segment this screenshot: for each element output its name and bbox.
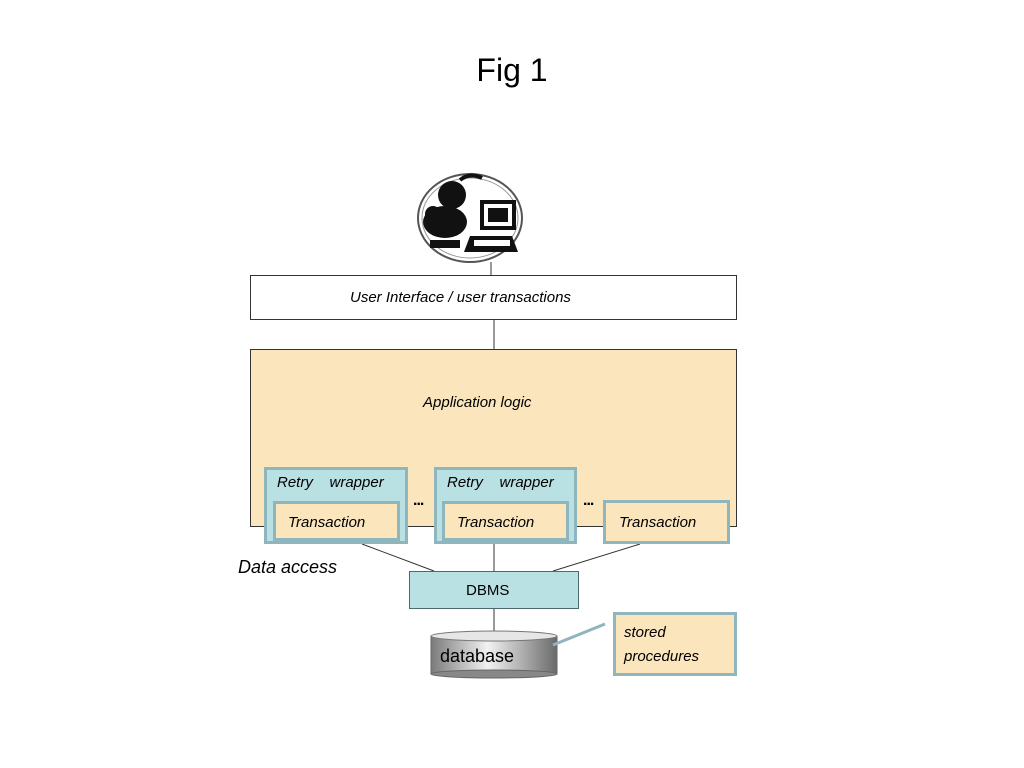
transaction-label: Transaction (288, 514, 366, 531)
retry-wrapper-label: Retry wrapper (277, 474, 384, 491)
user-interface-label: User Interface / user transactions (350, 289, 571, 306)
retry-wrapper-1: Retry wrapper Transaction (264, 467, 408, 544)
stored-procedures-line1: stored (624, 624, 666, 641)
dbms-label: DBMS (466, 582, 510, 599)
ellipsis-1: ... (413, 492, 424, 509)
transaction-box-2: Transaction (442, 501, 569, 541)
stored-procedures-box: stored procedures (613, 612, 737, 676)
database-cylinder (430, 630, 558, 679)
user-at-computer-icon (417, 173, 523, 263)
dbms-box: DBMS (409, 571, 579, 609)
user-interface-box (250, 275, 737, 320)
database-label: database (440, 646, 515, 666)
stored-procedures-line2: procedures (624, 648, 700, 665)
ellipsis-2: ... (583, 492, 594, 509)
transaction-label: Transaction (619, 514, 697, 531)
retry-wrapper-label: Retry wrapper (447, 474, 554, 491)
transaction-label: Transaction (457, 514, 535, 531)
application-logic-label: Application logic (423, 394, 532, 411)
retry-wrapper-2: Retry wrapper Transaction (434, 467, 577, 544)
transaction-box-3: Transaction (603, 500, 730, 544)
figure-title: Fig 1 (476, 52, 548, 88)
data-access-label: Data access (238, 557, 338, 577)
transaction-box-1: Transaction (273, 501, 400, 541)
